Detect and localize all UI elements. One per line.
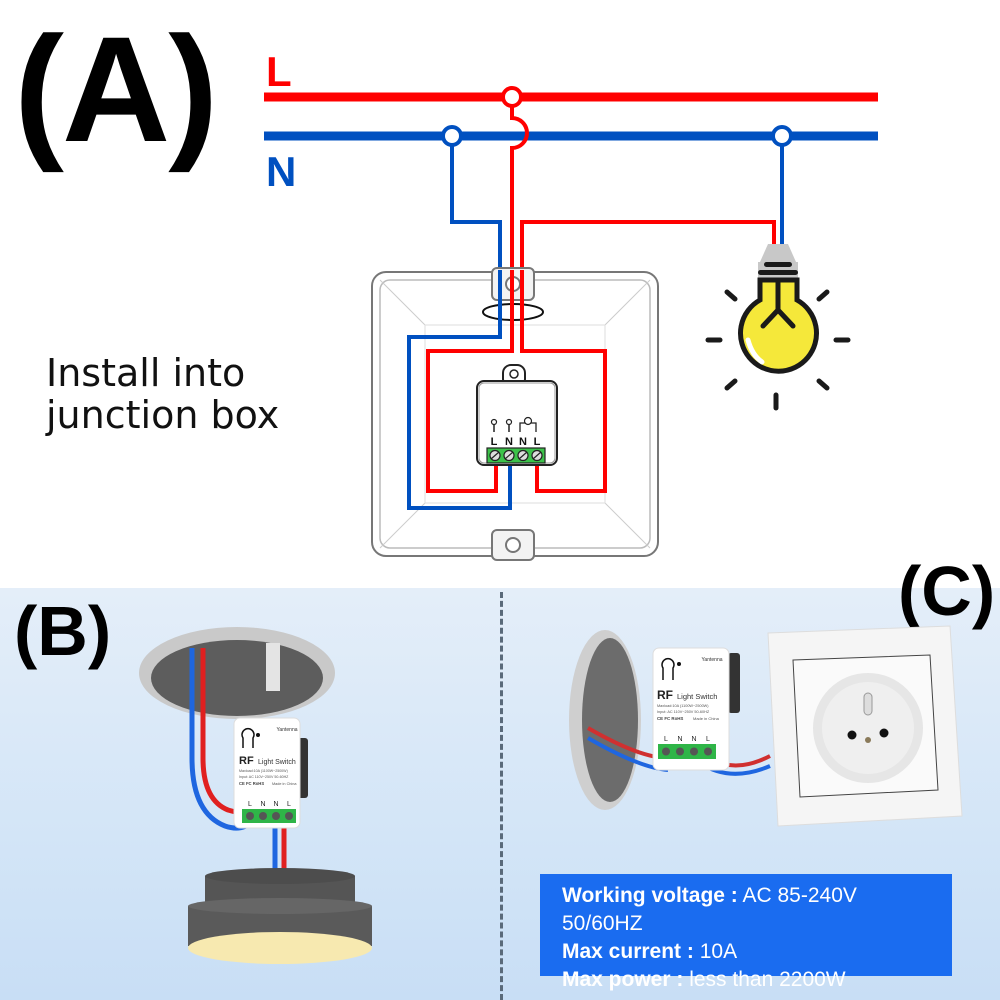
ceiling-lamp <box>188 868 372 964</box>
neutral-drop-wire <box>450 145 502 270</box>
module-brand-b: Yantenna <box>276 727 297 733</box>
install-instruction: Install into junction box <box>46 352 279 436</box>
module-madein-b: Made in China <box>272 782 297 786</box>
terminal-label-n-out: N <box>519 436 527 448</box>
wall-socket <box>767 625 963 827</box>
terminal-l2-c: L <box>706 736 710 743</box>
terminal-label-n-in: N <box>505 436 513 448</box>
terminal-n2-c: N <box>691 736 696 743</box>
neutral-junction-node-switch <box>441 125 463 147</box>
spec-current-value: 10A <box>693 940 738 963</box>
spec-current-key: Max current : <box>562 940 694 963</box>
live-junction-node <box>501 86 523 108</box>
module-rf-b: RF <box>239 755 254 767</box>
terminal-label-l-out: L <box>534 436 541 448</box>
rf-switch-module-c: Yantenna RF Light Switch Maxload:10A (11… <box>652 647 740 771</box>
neutral-bus-label: N <box>266 148 297 195</box>
spec-voltage-key: Working voltage : <box>562 884 738 907</box>
spec-power-value: less than 2200W <box>683 968 846 991</box>
wall-box-hole <box>582 638 638 802</box>
switched-live-wire <box>520 220 776 270</box>
module-rf-c: RF <box>657 688 673 702</box>
terminal-block <box>486 447 546 464</box>
spec-current: Max current : 10A <box>562 938 930 966</box>
specification-box: Working voltage : AC 85-240V 50/60HZ Max… <box>540 874 952 991</box>
module-brand-c: Yantenna <box>701 657 722 663</box>
terminal-n-b: N <box>260 801 265 808</box>
ceiling-light-illustration: Yantenna RF Light Switch Maxload:10A (11… <box>139 627 372 964</box>
panel-divider <box>500 592 503 1000</box>
spec-voltage-value: AC 85-240V 50/60HZ <box>562 884 857 935</box>
install-line-1: Install into <box>46 351 246 395</box>
wall-socket-illustration: Yantenna RF Light Switch Maxload:10A (11… <box>569 625 963 827</box>
install-line-2: junction box <box>46 393 280 437</box>
terminal-l-b: L <box>248 801 252 808</box>
terminal-n-c: N <box>677 736 682 743</box>
rf-switch-module-b: Yantenna RF Light Switch Maxload:10A (11… <box>233 717 308 829</box>
spec-voltage: Working voltage : AC 85-240V 50/60HZ <box>562 882 930 938</box>
module-spec2-c: Input: AC 110V~250V 50-60HZ <box>657 710 710 714</box>
module-cert-b: CE FC RoHS <box>239 781 264 786</box>
spec-power-key: Max power : <box>562 968 684 991</box>
terminal-label-l-in: L <box>491 436 498 448</box>
module-title-c: Light Switch <box>677 692 717 701</box>
terminal-l2-b: L <box>287 801 291 808</box>
box-neutral-wire <box>407 270 512 510</box>
switch-module-diagram: L N N L <box>476 364 558 466</box>
module-madein-c: Made in China <box>693 716 720 721</box>
spec-power: Max power : less than 2200W <box>562 966 930 994</box>
panel-a-label: (A) <box>14 5 218 173</box>
module-cert-c: CE FC RoHS <box>657 716 683 721</box>
ceiling-hole <box>151 640 323 716</box>
module-spec1-b: Maxload:10A (1100W~2500W) <box>239 769 288 773</box>
module-title-b: Light Switch <box>258 759 296 766</box>
panel-c-label: (C) <box>898 552 996 630</box>
wiring-diagram: L N N L <box>264 86 878 561</box>
box-live-in-wire <box>426 270 514 493</box>
terminal-l-c: L <box>664 736 668 743</box>
light-bulb-icon <box>705 244 851 411</box>
live-drop-wire <box>510 106 529 270</box>
box-live-out-wire <box>520 270 607 493</box>
terminal-n2-b: N <box>273 801 278 808</box>
module-spec1-c: Maxload:10A (1100W~2500W) <box>657 704 709 708</box>
live-bus-label: L <box>266 48 292 95</box>
module-spec2-b: Input: AC 110V~250V 50-60HZ <box>239 775 289 779</box>
panel-b-label: (B) <box>14 592 112 670</box>
neutral-junction-node-lamp <box>771 125 793 147</box>
